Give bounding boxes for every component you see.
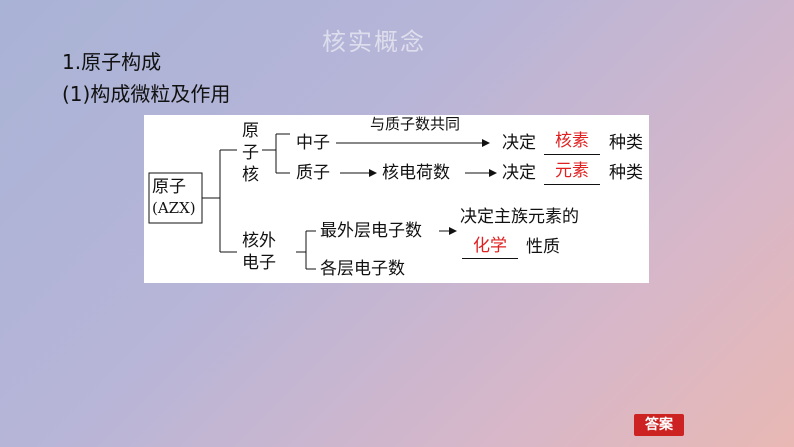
layer-electrons-label: 各层电子数 (320, 259, 405, 279)
atom-symbol: (AZX) (152, 199, 196, 217)
blank-line-3 (462, 258, 518, 259)
section-heading: 1.原子构成 (62, 50, 162, 74)
nucleus-label-2: 子 (242, 143, 259, 163)
answer-nuclide: 核素 (555, 131, 589, 151)
electron-label-1: 核外 (242, 231, 276, 251)
atom-structure-diagram: 原子 (AZX) 原 子 核 核外 电子 中子 与质子数共同 决定 核素 种类 … (144, 115, 649, 283)
answer-element: 元素 (555, 161, 589, 181)
blank-line-1 (544, 154, 600, 155)
proton-label: 质子 (296, 163, 330, 183)
decide-main-group-label: 决定主族元素的 (460, 207, 579, 227)
nucleus-label-3: 核 (242, 165, 259, 185)
decide-label-1: 决定 (502, 133, 536, 153)
diagram-lines (148, 133, 497, 270)
nucleus-label-1: 原 (242, 121, 259, 141)
banner-title: 核实概念 (322, 28, 426, 52)
neutron-label: 中子 (296, 133, 330, 153)
answer-chemical: 化学 (473, 236, 507, 256)
electron-label-2: 电子 (242, 253, 276, 273)
blank-line-2 (544, 184, 600, 185)
arrow-note-top: 与质子数共同 (370, 115, 461, 133)
property-label: 性质 (526, 237, 560, 257)
nuclear-charge-label: 核电荷数 (382, 163, 450, 183)
decide-label-2: 决定 (502, 163, 536, 183)
outer-electrons-label: 最外层电子数 (320, 221, 422, 241)
kind-label-2: 种类 (609, 163, 643, 183)
atom-label: 原子 (152, 177, 186, 197)
subsection-heading: (1)构成微粒及作用 (62, 82, 231, 106)
kind-label-1: 种类 (609, 133, 643, 153)
answer-button[interactable]: 答案 (634, 414, 684, 436)
